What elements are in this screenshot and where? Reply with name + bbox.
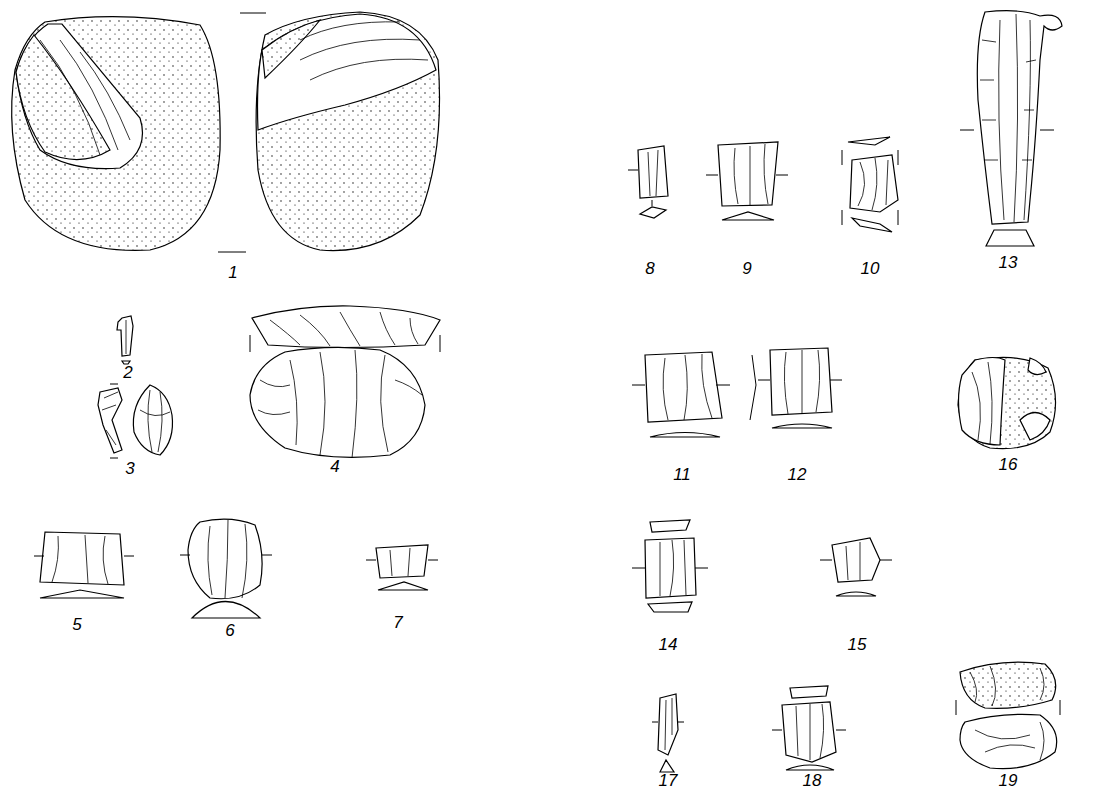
bladelet-drawing (628, 146, 668, 218)
figure-number: 2 (123, 364, 132, 381)
figure-number: 12 (788, 466, 807, 483)
bladelet-drawing (820, 538, 892, 596)
blade-fragment-drawing (758, 348, 842, 428)
bladelet-drawing (652, 694, 684, 772)
figure-number: 9 (742, 260, 751, 277)
figure-number: 11 (673, 466, 691, 483)
figure-number: 3 (125, 460, 134, 477)
flake-drawing (98, 384, 173, 458)
figure-number: 14 (659, 636, 678, 653)
figure-number: 1 (228, 264, 237, 281)
bladelet-drawing (117, 316, 133, 364)
blade-fragment-drawing (772, 686, 846, 770)
blade-fragment-drawing (632, 520, 708, 612)
scraper-drawing (958, 357, 1056, 448)
figure-number: 17 (659, 772, 678, 789)
pebble-drawing (12, 12, 440, 252)
figure-number: 8 (645, 260, 654, 277)
blade-drawing (960, 11, 1062, 246)
blade-fragment-drawing (842, 137, 898, 232)
figure-number: 4 (330, 458, 339, 475)
blade-fragment-drawing (34, 532, 134, 598)
figure-number: 7 (393, 614, 402, 631)
scraper-drawing (180, 519, 272, 618)
core-drawing (956, 662, 1060, 768)
blade-fragment-drawing (632, 352, 756, 437)
figure-number: 6 (225, 622, 234, 639)
blade-fragment-drawing (366, 545, 438, 590)
blade-fragment-drawing (706, 142, 788, 220)
figure-number: 15 (848, 636, 867, 653)
core-drawing (250, 306, 440, 458)
figure-number: 5 (72, 616, 81, 633)
figure-number: 19 (999, 772, 1018, 789)
figure-number: 18 (803, 772, 822, 789)
figure-number: 13 (999, 254, 1018, 271)
figure-number: 10 (861, 260, 880, 277)
figure-number: 16 (999, 456, 1018, 473)
